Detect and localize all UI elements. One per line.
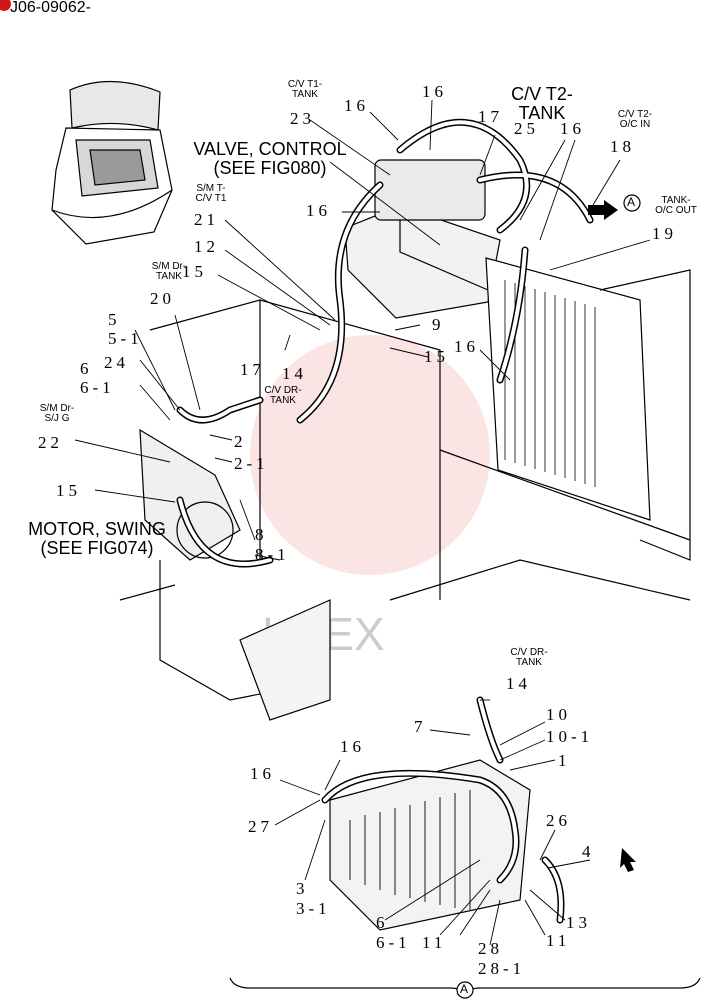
part-number: 8 bbox=[255, 525, 268, 544]
part-number: 16 bbox=[250, 764, 275, 783]
part-number: 28 bbox=[478, 939, 503, 958]
part-number: 25 bbox=[514, 119, 539, 138]
part-number: 6 bbox=[376, 913, 389, 932]
part-number: 15 bbox=[424, 347, 449, 366]
title-motor-swing-line1: MOTOR, SWING bbox=[28, 519, 166, 539]
annotation-line: S/M Dr- bbox=[151, 261, 187, 272]
corner-badge bbox=[0, 0, 11, 11]
annotation-line: S/J G bbox=[44, 413, 70, 424]
part-number: 23 bbox=[290, 109, 315, 128]
reference-code: J06-09062- bbox=[10, 0, 91, 16]
annotation-cv-dr-tank-detail: C/V DR- TANK bbox=[502, 648, 556, 668]
part-number: 10 bbox=[546, 705, 571, 724]
hose-cores bbox=[178, 120, 592, 566]
part-number: 16 bbox=[306, 201, 331, 220]
part-number: 10-1 bbox=[546, 727, 594, 746]
annotation-line: TANK bbox=[156, 271, 182, 282]
part-number: 14 bbox=[506, 674, 531, 693]
part-number: 24 bbox=[104, 353, 129, 372]
annotation-line: TANK bbox=[292, 89, 318, 100]
part-number: 8-1 bbox=[255, 545, 290, 564]
part-number: 21 bbox=[194, 210, 219, 229]
part-number: 20 bbox=[150, 289, 175, 308]
part-number: 3-1 bbox=[296, 899, 331, 918]
part-number: 6-1 bbox=[376, 933, 411, 952]
part-number: 16 bbox=[344, 96, 369, 115]
title-valve-control-line1: VALVE, CONTROL bbox=[193, 139, 347, 159]
part-number: 16 bbox=[454, 337, 479, 356]
part-number: 16 bbox=[560, 119, 585, 138]
title-motor-swing-line2: (SEE FIG074) bbox=[40, 537, 154, 558]
annotation-line: O/C IN bbox=[619, 119, 651, 130]
part-number: 11 bbox=[422, 933, 447, 952]
part-number: 4 bbox=[582, 842, 595, 861]
part-number: 12 bbox=[194, 237, 219, 256]
part-number: 7 bbox=[414, 717, 427, 736]
annotation-sm-t-cv-t1: S/M T- C/V T1 bbox=[186, 184, 236, 204]
callout-letter-a: A bbox=[627, 195, 636, 209]
part-number: 16 bbox=[422, 82, 447, 101]
part-number: 18 bbox=[610, 137, 635, 156]
part-number: 3 bbox=[296, 879, 309, 898]
callout-circle-a-bottom bbox=[456, 981, 474, 999]
title-cv-t2-tank-line2: TANK bbox=[518, 102, 566, 123]
annotation-line: TANK bbox=[516, 657, 542, 668]
annotation-sm-dr-sjg: S/M Dr- S/J G bbox=[32, 404, 82, 424]
detail-hose-cores bbox=[323, 698, 563, 922]
part-number: 5-1 bbox=[108, 329, 143, 348]
callout-letter-a-bottom: A bbox=[460, 982, 469, 996]
part-number: 26 bbox=[546, 811, 571, 830]
main-assembly bbox=[119, 159, 691, 721]
annotation-line: C/V T1 bbox=[195, 193, 227, 204]
part-number: 15 bbox=[182, 262, 207, 281]
part-number: 17 bbox=[240, 360, 265, 379]
annotation-cv-dr-tank: C/V DR- TANK bbox=[256, 386, 310, 406]
annotation-line: C/V DR- bbox=[264, 385, 302, 396]
part-number: 5 bbox=[108, 310, 121, 329]
callout-arrow-a bbox=[588, 194, 641, 220]
part-number: 9 bbox=[432, 315, 445, 334]
annotation-line: S/M T- bbox=[196, 183, 226, 194]
part-number: 6-1 bbox=[80, 378, 115, 397]
title-motor-swing: MOTOR, SWING (SEE FIG074) bbox=[22, 520, 172, 558]
watermark-gear bbox=[250, 335, 490, 575]
title-valve-control: VALVE, CONTROL (SEE FIG080) bbox=[190, 140, 350, 178]
part-number: 22 bbox=[38, 433, 63, 452]
annotation-line: C/V DR- bbox=[510, 647, 548, 658]
annotation-line: C/V T1- bbox=[287, 79, 323, 90]
leader-lines bbox=[74, 99, 651, 946]
part-number: 13 bbox=[566, 913, 591, 932]
part-number: 19 bbox=[652, 224, 677, 243]
part-number: 28-1 bbox=[478, 959, 526, 978]
part-number: 15 bbox=[56, 481, 81, 500]
title-cv-t2-tank-line1: C/V T2- bbox=[511, 84, 573, 104]
annotation-sm-dr-tank: S/M Dr- TANK bbox=[144, 262, 194, 282]
direction-arrow bbox=[620, 848, 636, 872]
detail-view bbox=[229, 759, 701, 997]
part-number: 27 bbox=[248, 817, 273, 836]
annotation-line: TANK bbox=[270, 395, 296, 406]
part-number: 16 bbox=[340, 737, 365, 756]
annotation-line: TANK- bbox=[661, 195, 691, 206]
annotation-line: S/M Dr- bbox=[39, 403, 75, 414]
annotation-cv-t1-tank: C/V T1- TANK bbox=[278, 80, 332, 100]
annotation-cv-t2-oc-in: C/V T2- O/C IN bbox=[608, 110, 662, 130]
part-number: 14 bbox=[282, 364, 307, 383]
part-number: 11 bbox=[546, 931, 571, 950]
annotation-tank-oc-out: TANK- O/C OUT bbox=[648, 196, 704, 216]
part-number: 6 bbox=[80, 359, 93, 378]
machine-thumbnail bbox=[51, 80, 173, 245]
title-valve-control-line2: (SEE FIG080) bbox=[213, 157, 327, 178]
part-number: 2-1 bbox=[234, 454, 269, 473]
part-number: 2 bbox=[234, 432, 247, 451]
title-cv-t2-tank: C/V T2- TANK bbox=[506, 85, 578, 123]
annotation-line: O/C OUT bbox=[655, 205, 697, 216]
annotation-line: C/V T2- bbox=[617, 109, 653, 120]
part-number: 17 bbox=[478, 107, 503, 126]
part-number: 1 bbox=[558, 751, 571, 770]
